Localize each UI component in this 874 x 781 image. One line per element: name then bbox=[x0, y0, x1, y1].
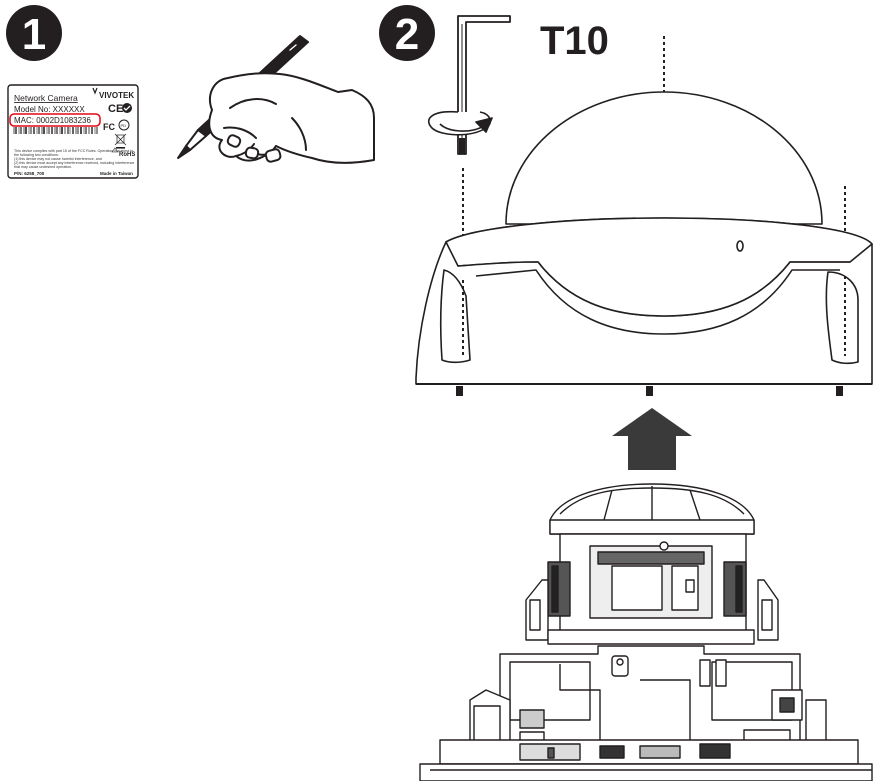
screw-left bbox=[456, 386, 463, 396]
screw-center bbox=[646, 386, 653, 396]
fine-print-3: (1) this device may not cause harmful in… bbox=[14, 157, 102, 161]
fine-print-1: This device complies with part 15 of the… bbox=[14, 149, 133, 153]
step-2-badge: 2 bbox=[379, 5, 435, 61]
fine-print-2: the following two conditions: bbox=[14, 153, 59, 157]
label-brand: VIVOTEK bbox=[99, 91, 134, 100]
screw-right bbox=[836, 386, 843, 396]
label-model: Model No: XXXXXX bbox=[14, 105, 85, 114]
rohs-mark: RoHS bbox=[111, 147, 135, 158]
fine-print-5: that may cause undesired operation. bbox=[14, 165, 72, 169]
ce-mark-icon: CE bbox=[108, 103, 132, 115]
step-1-badge: 1 bbox=[6, 5, 62, 61]
label-title: Network Camera bbox=[14, 93, 78, 103]
rotate-arrow-icon bbox=[427, 110, 493, 136]
weee-bin-icon bbox=[114, 133, 127, 149]
label-rohs: RoHS bbox=[119, 152, 135, 158]
label-mac: MAC: 0002D1083236 bbox=[14, 116, 91, 125]
up-arrow-icon bbox=[612, 408, 692, 470]
svg-text:PD: PD bbox=[121, 123, 127, 128]
wrench-size-label: T10 bbox=[540, 19, 609, 63]
dome-cover bbox=[415, 36, 873, 396]
label-made-in: Made in Taiwan bbox=[100, 171, 133, 176]
step-1-number: 1 bbox=[22, 10, 46, 59]
svg-text:FC: FC bbox=[103, 122, 115, 132]
label-pn: P/N: 6258_700 bbox=[14, 171, 45, 176]
mac-label-sticker: Network Camera VIVOTEK Model No: XXXXXX … bbox=[7, 84, 139, 179]
vivotek-logo: VIVOTEK bbox=[92, 87, 134, 100]
svg-text:CE: CE bbox=[108, 103, 123, 115]
barcode bbox=[13, 127, 98, 134]
fcc-mark-icon: FC PD bbox=[103, 119, 130, 132]
step-2-number: 2 bbox=[395, 10, 419, 59]
t10-torx-wrench-icon: T10 bbox=[427, 15, 609, 155]
dome-bubble bbox=[505, 91, 823, 225]
hand-writing-icon bbox=[177, 35, 375, 164]
mac-highlight bbox=[9, 113, 101, 127]
camera-module bbox=[419, 483, 873, 781]
fine-print-4: (2) this device must accept any interfer… bbox=[14, 161, 134, 165]
